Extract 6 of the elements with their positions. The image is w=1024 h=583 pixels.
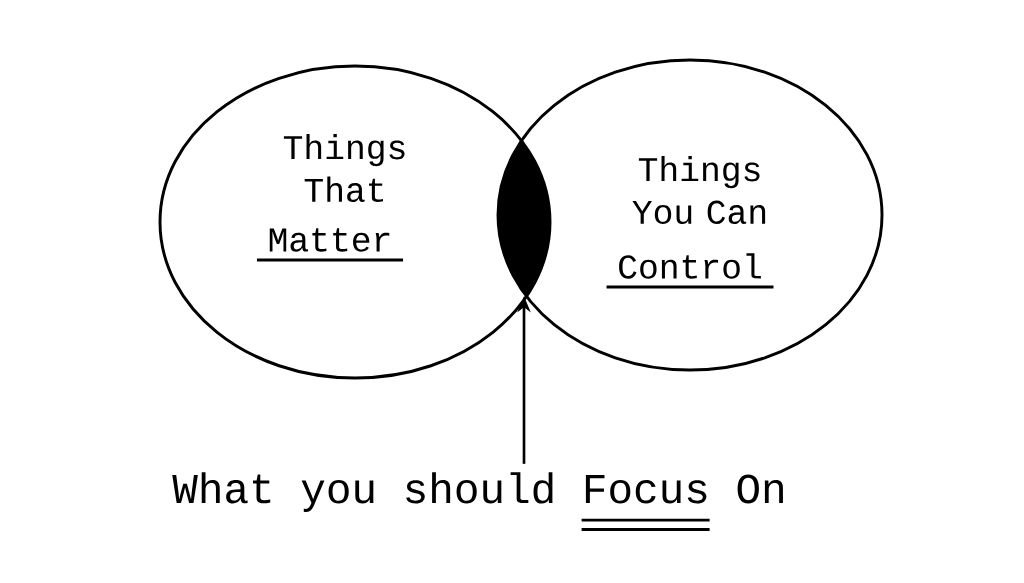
circle-label: Things That — [283, 133, 405, 203]
overlap-area — [498, 141, 550, 296]
circle-label: Things You Can — [632, 155, 766, 225]
circle-label: Control — [619, 253, 761, 279]
circle-label: Matter — [269, 228, 390, 252]
caption-text: What you should Focus On — [172, 472, 783, 512]
